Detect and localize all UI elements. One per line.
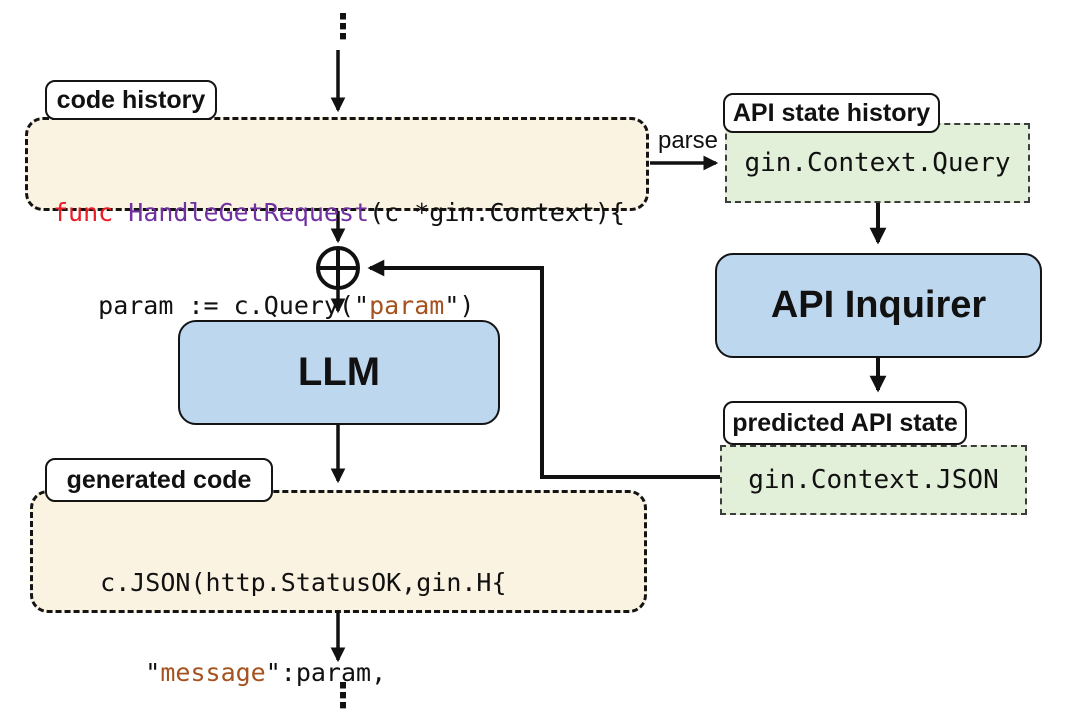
- code-line: c.JSON(http.StatusOK,gin.H{: [55, 568, 507, 597]
- code-line: param := c.Query("param"): [53, 291, 475, 320]
- llm-box: LLM: [178, 320, 500, 425]
- predicted-api-state-box: gin.Context.JSON: [720, 445, 1027, 515]
- code-history-code: func HandleGetRequest(c *gin.Context){ p…: [53, 135, 625, 383]
- generated-code-code: c.JSON(http.StatusOK,gin.H{ "message":pa…: [55, 508, 507, 721]
- generated-code-tag: generated code: [45, 458, 273, 502]
- code-history-tag: code history: [45, 80, 217, 120]
- code-line: func HandleGetRequest(c *gin.Context){: [53, 198, 625, 227]
- code-history-box: [25, 117, 649, 211]
- code-line: "message":param,: [55, 658, 387, 687]
- feedback-predicted-state-to-xor: [367, 259, 721, 479]
- parse-label: parse: [657, 127, 719, 154]
- generated-code-box: [30, 490, 647, 613]
- api-inquirer-box: API Inquirer: [715, 253, 1042, 358]
- predicted-api-state-tag: predicted API state: [723, 401, 967, 445]
- api-state-history-tag: API state history: [723, 93, 940, 133]
- continuation-dots-top: ⋮: [326, 7, 360, 47]
- api-state-history-box: gin.Context.Query: [725, 123, 1030, 203]
